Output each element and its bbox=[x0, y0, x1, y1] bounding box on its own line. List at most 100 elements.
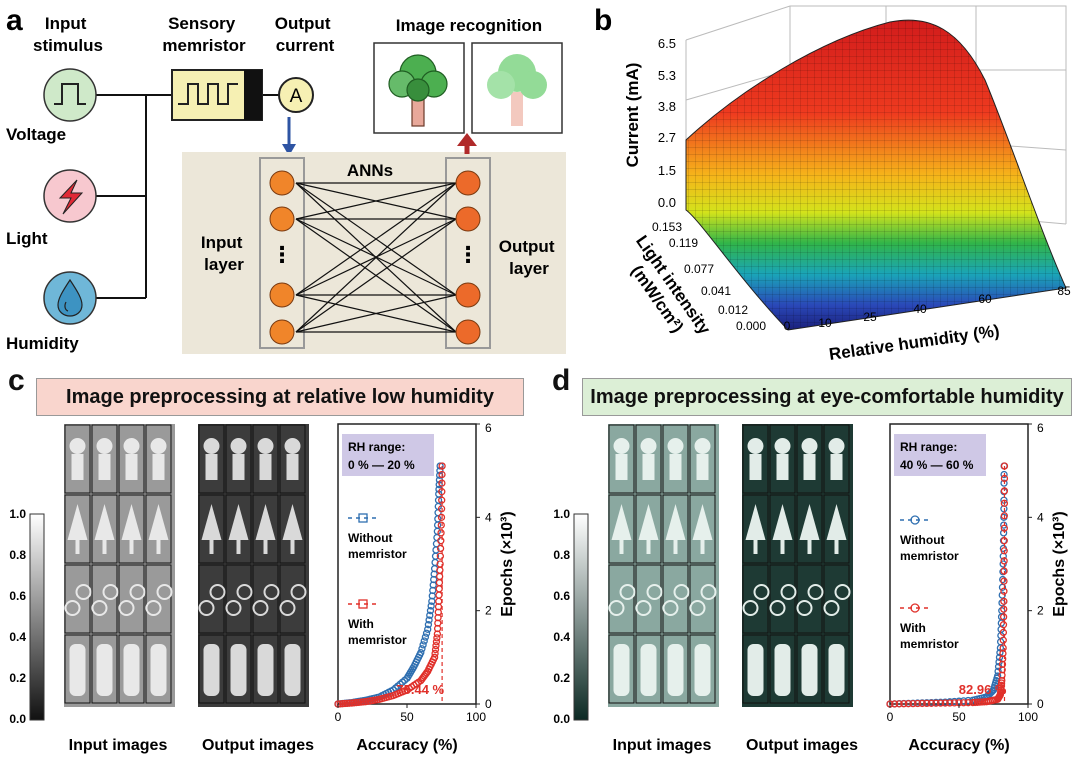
output-neuron bbox=[455, 282, 481, 308]
x-axis-ticks: 0 10 25 40 60 85 bbox=[784, 284, 1071, 333]
voltage-icon bbox=[43, 68, 97, 122]
panel-d-letter: d bbox=[552, 364, 571, 397]
figure-shape bbox=[774, 438, 791, 454]
accuracy-annotation: 82.96 % bbox=[959, 682, 1007, 697]
figure-shape bbox=[123, 438, 140, 454]
colorbar bbox=[573, 513, 589, 721]
data-point bbox=[913, 699, 922, 708]
tree-shape bbox=[282, 504, 303, 540]
data-point bbox=[959, 699, 968, 707]
bicycle-shape bbox=[753, 584, 770, 600]
data-point bbox=[890, 700, 899, 708]
input-images-grid bbox=[608, 424, 719, 707]
data-point bbox=[969, 698, 977, 707]
bicycle-shape bbox=[252, 600, 269, 616]
car-shape bbox=[801, 644, 818, 696]
figure-shape bbox=[830, 454, 843, 480]
data-point bbox=[426, 611, 434, 619]
tree-shape bbox=[129, 540, 134, 554]
figure-shape bbox=[696, 454, 709, 480]
x-tick-label: 100 bbox=[466, 710, 486, 724]
bicycle-shape bbox=[796, 600, 813, 616]
tree-shape bbox=[753, 540, 758, 554]
figure-shape bbox=[230, 438, 247, 454]
ann-connection bbox=[295, 218, 457, 333]
svg-text:2.7: 2.7 bbox=[658, 130, 676, 145]
tree-shape bbox=[209, 540, 214, 554]
pulse-waveform-icon bbox=[54, 83, 86, 105]
data-point bbox=[1000, 499, 1009, 507]
figure-shape bbox=[125, 454, 138, 480]
x-tick-label: 100 bbox=[1018, 710, 1038, 724]
panel-b-letter: b bbox=[594, 4, 612, 37]
input-neuron bbox=[269, 170, 295, 196]
data-point bbox=[437, 537, 445, 545]
legend-without-marker bbox=[910, 515, 920, 525]
legend-with-label: With bbox=[348, 617, 374, 631]
tree-shape bbox=[638, 504, 659, 540]
up-arrow-icon bbox=[457, 133, 477, 154]
data-point bbox=[430, 653, 439, 661]
current-surface bbox=[685, 19, 1067, 331]
data-point bbox=[437, 529, 445, 537]
tree-shape bbox=[700, 540, 705, 554]
svg-text:0.000: 0.000 bbox=[736, 319, 766, 333]
car-shape bbox=[284, 644, 301, 696]
data-point bbox=[999, 644, 1007, 652]
stimulus-humidity-label: Humidity bbox=[6, 334, 79, 353]
figure-shape bbox=[152, 454, 165, 480]
data-point bbox=[424, 625, 432, 633]
svg-text:0.041: 0.041 bbox=[701, 284, 731, 298]
bicycle-shape bbox=[619, 584, 636, 600]
data-point bbox=[419, 641, 427, 649]
data-point bbox=[999, 613, 1008, 621]
tree-shape bbox=[611, 504, 632, 540]
y-tick-label: 0 bbox=[1037, 697, 1044, 711]
bicycle-shape bbox=[118, 600, 135, 616]
tree-shape bbox=[673, 540, 678, 554]
data-point bbox=[437, 513, 446, 521]
svg-text:0.119: 0.119 bbox=[669, 236, 698, 250]
input-ellipsis: ⋮ bbox=[271, 242, 293, 267]
tree-shape bbox=[665, 504, 686, 540]
legend-without-marker bbox=[358, 513, 368, 523]
figure-shape bbox=[232, 454, 245, 480]
stimulus-wiring bbox=[96, 94, 279, 299]
bicycle-shape bbox=[689, 600, 706, 616]
input-neurons bbox=[269, 170, 295, 345]
output-images-label: Output images bbox=[746, 737, 858, 754]
data-point bbox=[918, 699, 926, 708]
tree-shape bbox=[148, 504, 169, 540]
legend-with-label: memristor bbox=[900, 637, 959, 651]
bicycle-shape bbox=[290, 584, 307, 600]
y-tick-label: 4 bbox=[485, 510, 492, 524]
data-point bbox=[1000, 605, 1008, 613]
lightning-bolt-icon bbox=[58, 179, 84, 215]
data-point bbox=[432, 642, 440, 650]
colorbar-tick-label: 0.4 bbox=[9, 630, 26, 644]
data-point bbox=[999, 636, 1007, 644]
bicycle-shape bbox=[236, 584, 253, 600]
y-tick-label: 2 bbox=[485, 604, 492, 618]
output-neuron bbox=[455, 170, 481, 196]
ann-connections bbox=[295, 182, 457, 333]
x-tick-label: 0 bbox=[335, 710, 342, 724]
image-cell bbox=[118, 424, 145, 494]
output-images-grid bbox=[198, 424, 309, 707]
tree-shape bbox=[102, 540, 107, 554]
legend-without-label: Without bbox=[900, 533, 945, 547]
rh-range-title: RH range: bbox=[348, 440, 405, 454]
x-tick-label: 50 bbox=[952, 710, 966, 724]
tree-shape bbox=[263, 540, 268, 554]
car-shape bbox=[230, 644, 247, 696]
x-tick-label: 0 bbox=[887, 710, 894, 724]
car-shape bbox=[257, 644, 274, 696]
output-neurons bbox=[455, 170, 481, 345]
blurred-tree-icon bbox=[487, 54, 547, 126]
car-shape bbox=[828, 644, 845, 696]
sensory-memristor-title: Sensory memristor bbox=[162, 14, 246, 55]
z-axis-ticks: 6.5 5.3 3.8 2.7 1.5 0.0 bbox=[658, 36, 676, 210]
y-tick-label: 6 bbox=[485, 421, 492, 435]
tree-shape bbox=[780, 540, 785, 554]
